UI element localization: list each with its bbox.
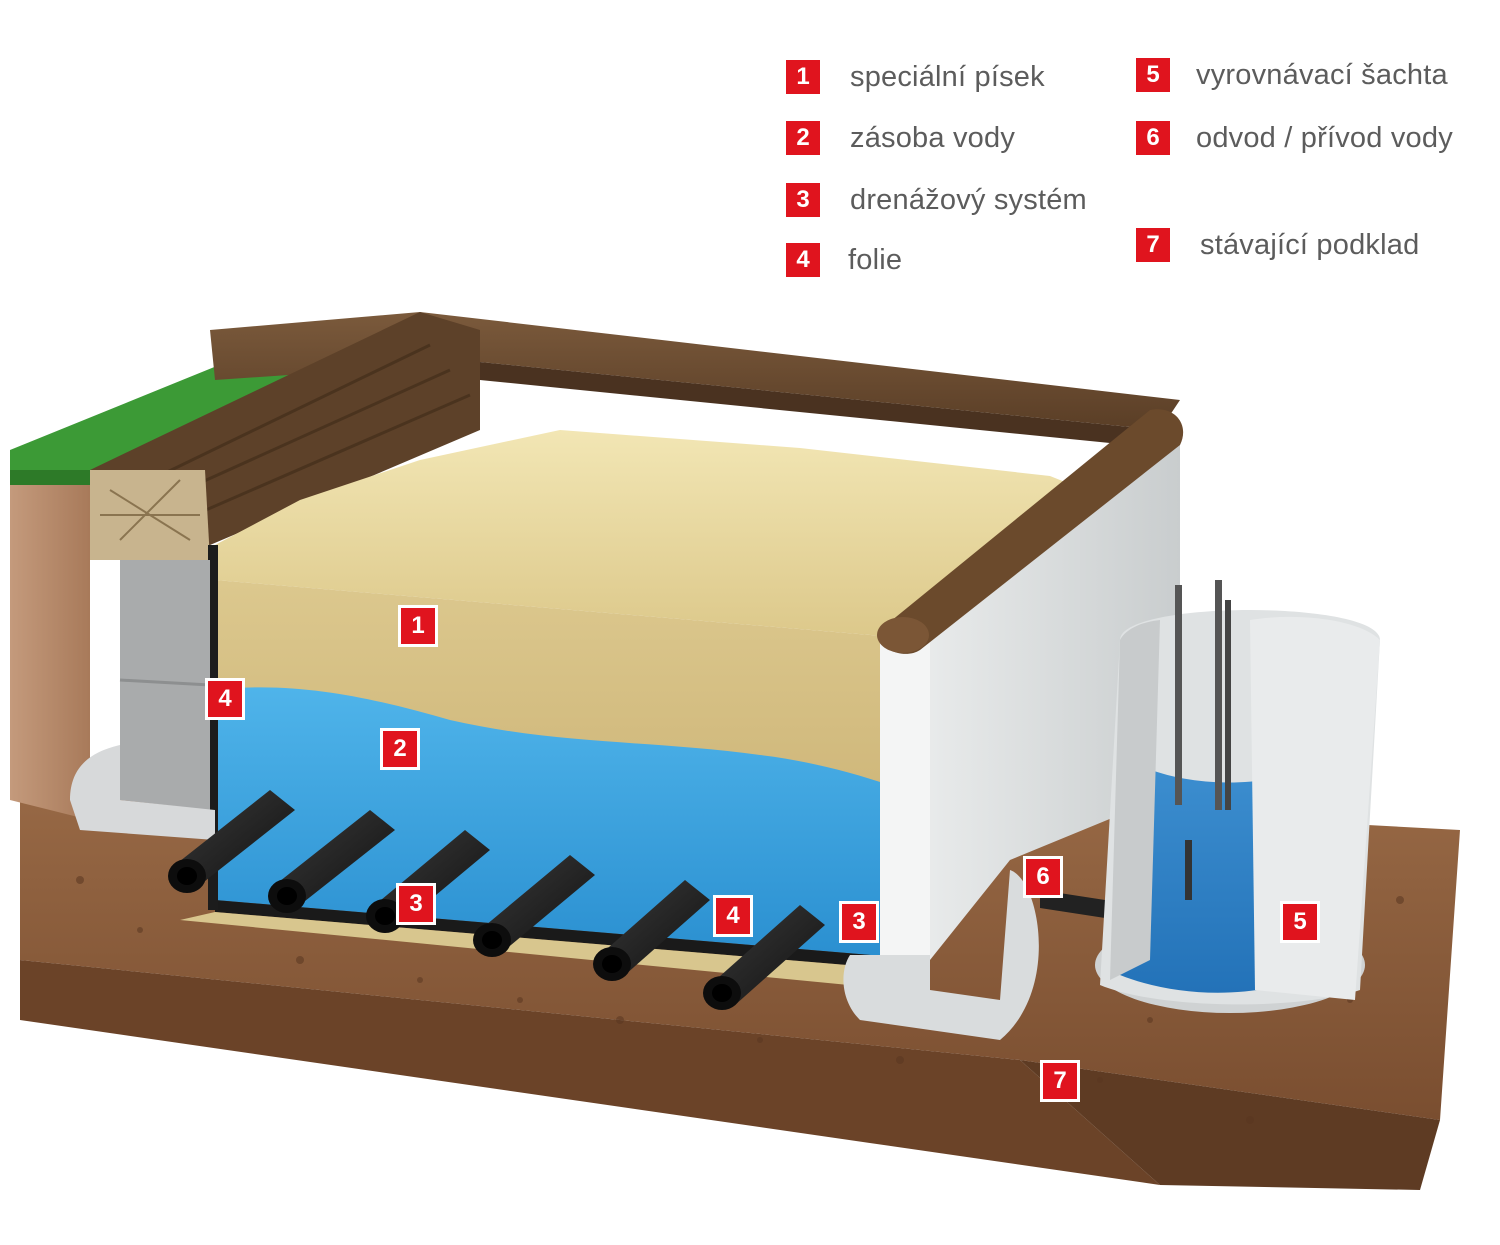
legend-item-5: 5 vyrovnávací šachta bbox=[1136, 58, 1448, 92]
sand-layer bbox=[215, 580, 930, 800]
legend-label-4: folie bbox=[848, 243, 903, 276]
callout-drain-right: 3 bbox=[842, 904, 876, 940]
legend-item-7: 7 stávající podklad bbox=[1136, 228, 1419, 262]
legend-badge-6: 6 bbox=[1136, 121, 1170, 155]
equalizing-shaft bbox=[1095, 580, 1380, 1013]
legend-label-3: drenážový systém bbox=[850, 183, 1087, 216]
right-wood-log bbox=[879, 409, 1184, 654]
legend-label-2: zásoba vody bbox=[850, 121, 1016, 154]
legend-item-2: 2 zásoba vody bbox=[786, 121, 1015, 155]
callout-shaft: 5 bbox=[1283, 904, 1317, 940]
legend-badge-1: 1 bbox=[786, 60, 820, 94]
legend-item-1: 1 speciální písek bbox=[786, 60, 1045, 94]
earth-bank bbox=[10, 470, 90, 820]
callout-foil-bottom: 4 bbox=[716, 898, 750, 934]
left-footing bbox=[70, 745, 215, 840]
callout-foil-wall: 4 bbox=[208, 681, 242, 717]
callout-water: 2 bbox=[383, 731, 417, 767]
legend-label-1: speciální písek bbox=[850, 60, 1045, 93]
legend-item-4: 4 folie bbox=[786, 243, 902, 277]
legend-label-7: stávající podklad bbox=[1200, 228, 1420, 261]
legend-badge-2: 2 bbox=[786, 121, 820, 155]
sand-top-surface bbox=[215, 430, 1110, 640]
legend-badge-4: 4 bbox=[786, 243, 820, 277]
legend-badge-7: 7 bbox=[1136, 228, 1170, 262]
right-footing bbox=[843, 870, 1039, 1040]
legend-item-6: 6 odvod / přívod vody bbox=[1136, 121, 1453, 155]
legend-label-5: vyrovnávací šachta bbox=[1196, 58, 1448, 91]
connection-pipe bbox=[1040, 890, 1105, 918]
callout-drain-left: 3 bbox=[399, 886, 433, 922]
legend-badge-3: 3 bbox=[786, 183, 820, 217]
ground-right-face bbox=[1020, 1060, 1440, 1190]
legend-item-3: 3 drenážový systém bbox=[786, 183, 1087, 217]
callout-pipe: 6 bbox=[1026, 859, 1060, 895]
callout-sand: 1 bbox=[401, 608, 435, 644]
ground-front-face bbox=[20, 960, 1160, 1185]
callout-ground: 7 bbox=[1043, 1063, 1077, 1099]
legend-label-6: odvod / přívod vody bbox=[1196, 121, 1453, 154]
legend-badge-5: 5 bbox=[1136, 58, 1170, 92]
right-concrete-wall bbox=[880, 420, 1180, 960]
foil-wall bbox=[208, 545, 218, 910]
left-concrete-column bbox=[120, 560, 210, 810]
